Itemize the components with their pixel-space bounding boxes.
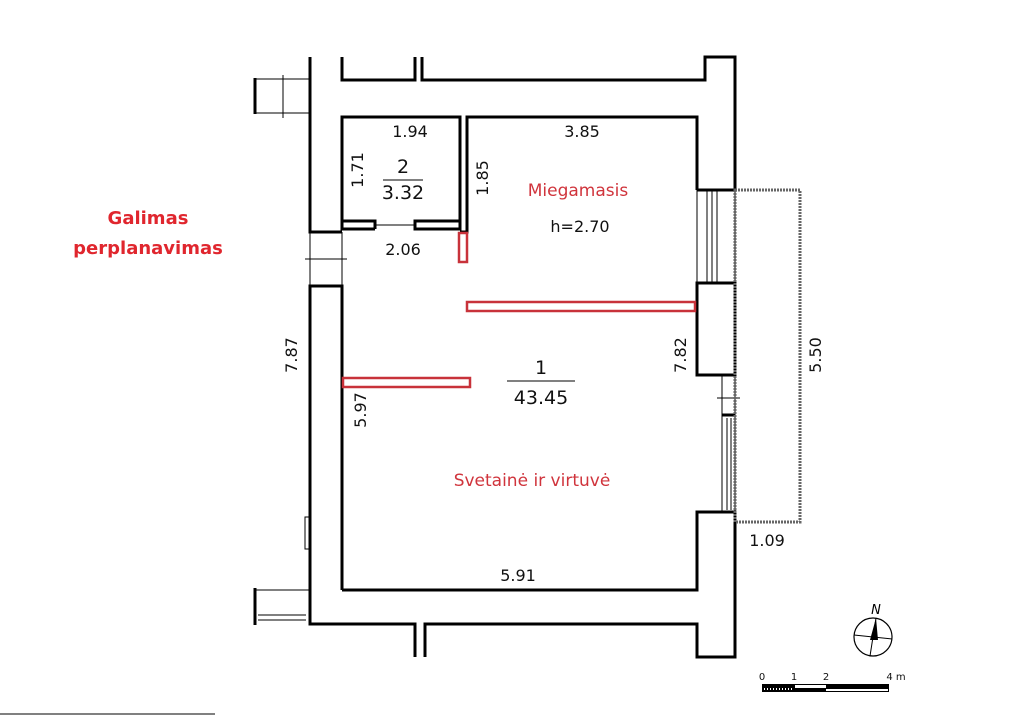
dim-room2-bottom: 2.06	[385, 240, 421, 259]
balcony	[733, 188, 802, 524]
room-1-label: 1 43.45 Svetainė ir virtuvė	[454, 357, 611, 491]
dim-outer-left: 7.87	[282, 337, 301, 373]
note-line1: Galimas	[108, 208, 189, 229]
room-2-label: 2 3.32	[382, 156, 424, 204]
dimension-labels: 1.94 1.71 1.85 2.06 3.85 7.87 5.97 7.82 …	[282, 122, 825, 585]
room-2-number: 2	[397, 156, 409, 178]
room-2-area: 3.32	[382, 182, 424, 204]
scale-tick-0: 0	[759, 672, 765, 683]
replanning-note: Galimas perplanavimas	[73, 208, 223, 259]
scale-tick-4: 4 m	[886, 672, 905, 683]
compass: N	[853, 603, 893, 657]
dim-inner-left: 5.97	[351, 392, 370, 428]
bedroom-height: h=2.70	[550, 217, 609, 236]
dim-room2-right: 1.85	[473, 160, 492, 196]
dim-balcony-length: 5.50	[806, 337, 825, 373]
room-1-area: 43.45	[514, 387, 568, 409]
exterior-ladders	[253, 75, 310, 625]
dim-room2-top: 1.94	[392, 122, 428, 141]
scale-bar: 0 1 2 4 m	[759, 672, 906, 692]
dim-bottom: 5.91	[500, 566, 536, 585]
dim-room2-left: 1.71	[348, 152, 367, 188]
proposed-walls	[341, 231, 697, 389]
dim-bedroom-top: 3.85	[564, 122, 600, 141]
bedroom-name: Miegamasis	[528, 181, 629, 201]
note-line2: perplanavimas	[73, 238, 223, 259]
room-1-number: 1	[535, 357, 547, 379]
scale-tick-2: 2	[823, 672, 829, 683]
room-1-name: Svetainė ir virtuvė	[454, 471, 611, 491]
dim-balcony-depth: 1.09	[749, 531, 785, 550]
bedroom-label: Miegamasis h=2.70	[528, 181, 629, 236]
compass-north-label: N	[871, 603, 881, 618]
scale-tick-1: 1	[791, 672, 797, 683]
dim-inner-right: 7.82	[671, 337, 690, 373]
compass-needle-icon	[870, 618, 878, 640]
